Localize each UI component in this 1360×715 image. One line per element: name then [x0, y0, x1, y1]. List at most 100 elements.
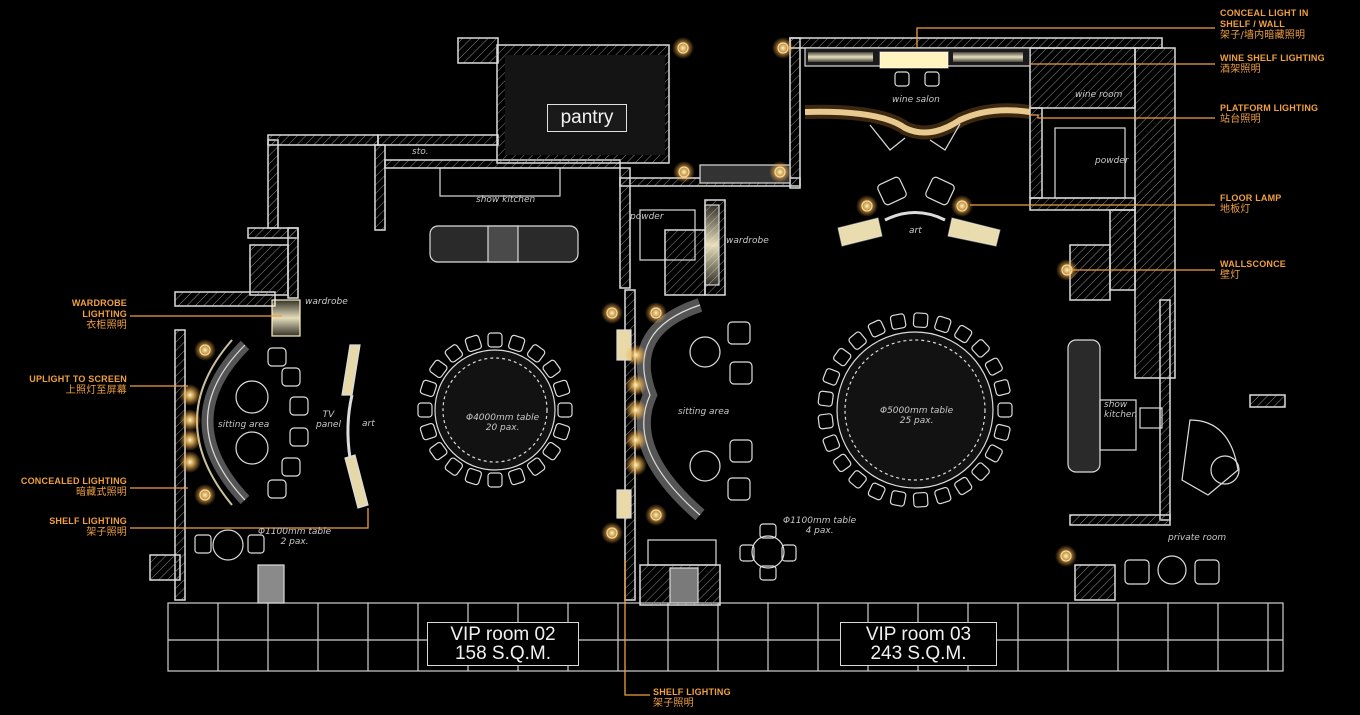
light-fixture-icon	[677, 42, 689, 54]
art-top	[837, 176, 1001, 247]
chair	[507, 334, 526, 353]
light-fixture-icon	[606, 307, 618, 319]
left-room	[194, 299, 369, 604]
chair	[912, 312, 929, 329]
callout-concealed-zh: 暗藏式照明	[76, 487, 127, 498]
light-glow	[601, 522, 623, 544]
light-glow	[194, 339, 216, 361]
chair	[848, 470, 867, 489]
chair	[954, 476, 973, 496]
sitting-area-left-label: sitting area	[218, 420, 270, 430]
chair	[526, 344, 546, 363]
callout-uplight-zh: 上照灯至屏幕	[65, 385, 127, 396]
chair	[833, 453, 852, 473]
callout-wardrobe-lighting: WARDROBE LIGHTING 衣柜照明	[40, 298, 127, 331]
light-fixture-icon	[777, 42, 789, 54]
table-2-label: Φ1100mm table 2 pax.	[258, 527, 332, 547]
art-left-label: art	[362, 419, 375, 429]
chair	[552, 422, 571, 441]
pantry-label: pantry	[547, 104, 627, 132]
wardrobe-center-label: wardrobe	[726, 236, 769, 246]
light-fixture-icon	[956, 200, 968, 212]
show-kitchen-top-label: show kitchen	[476, 195, 536, 205]
chair	[464, 334, 483, 353]
callout-uplight-to-screen: UPLIGHT TO SCREEN 上照灯至屏幕	[10, 374, 127, 396]
powder-left-label: powder	[630, 212, 664, 222]
callout-wallsconce-zh: 壁灯	[1220, 270, 1241, 281]
chair	[984, 357, 1003, 376]
vip-room-02-area: 158 S.Q.M.	[454, 643, 552, 664]
light-glow	[1055, 545, 1077, 567]
callout-wardrobe-zh: 衣柜照明	[86, 320, 127, 331]
chair	[993, 379, 1011, 397]
callout-concealed-en: CONCEALED LIGHTING	[20, 476, 127, 486]
light-points	[179, 37, 1078, 567]
chair	[912, 491, 929, 508]
chair	[444, 457, 464, 476]
light-glow	[672, 37, 694, 59]
chair	[429, 441, 448, 461]
sitting-area-mid-label: sitting area	[678, 407, 730, 417]
chair	[419, 422, 438, 441]
chair	[444, 344, 464, 363]
light-fixture-icon	[1060, 550, 1072, 562]
chair	[817, 413, 834, 430]
light-fixture-icon	[678, 166, 690, 178]
wine-room-label: wine room	[1075, 90, 1123, 100]
chair	[552, 379, 571, 398]
tv-panel-label: TV panel	[316, 410, 341, 430]
callout-wallsconce: WALLSCONCE 壁灯	[1220, 259, 1286, 281]
chair	[487, 472, 503, 488]
table-20-label: Φ4000mm table 20 pax.	[466, 413, 540, 433]
chair	[971, 339, 990, 358]
light-glow	[951, 195, 973, 217]
leader-lines	[130, 27, 1215, 696]
light-fixture-icon	[861, 200, 873, 212]
vip-room-03-label: VIP room 03 243 S.Q.M.	[840, 622, 997, 666]
chair	[971, 462, 990, 481]
callout-conceal-en: CONCEAL LIGHT IN SHELF / WALL	[1220, 8, 1309, 29]
show-kitchen-top	[429, 167, 579, 263]
callout-concealed-lighting: CONCEALED LIGHTING 暗藏式照明	[5, 476, 127, 498]
chair	[526, 457, 546, 476]
chair	[934, 315, 952, 334]
light-glow	[179, 429, 201, 451]
chair	[542, 359, 561, 379]
chair	[954, 324, 973, 344]
light-fixture-icon	[774, 166, 786, 178]
light-fixture-icon	[650, 509, 662, 521]
chair	[889, 313, 907, 330]
chair	[848, 331, 867, 350]
light-glow	[625, 454, 647, 476]
callout-conceal-zh: 架子/墙内暗藏照明	[1220, 30, 1306, 41]
vip-room-02-name: VIP room 02	[450, 624, 556, 645]
light-glow	[179, 384, 201, 406]
callout-wallsconce-en: WALLSCONCE	[1220, 259, 1286, 269]
callout-floor-lamp: FLOOR LAMP 地板灯	[1220, 193, 1282, 215]
chair	[817, 390, 834, 407]
light-glow	[772, 37, 794, 59]
wardrobe-left-label: wardrobe	[305, 297, 348, 307]
sto-label: sto.	[412, 147, 429, 157]
callout-shelf-bottom-zh: 架子照明	[653, 698, 694, 709]
callout-platform-en: PLATFORM LIGHTING	[1220, 103, 1319, 113]
chair	[557, 402, 573, 418]
art-top-label: art	[909, 226, 922, 236]
callout-shelf-lighting-bottom: SHELF LIGHTING 架子照明	[653, 687, 731, 709]
callout-shelf-left-zh: 架子照明	[86, 527, 127, 538]
powder-right-label: powder	[1095, 156, 1129, 166]
table-20	[417, 332, 573, 488]
light-glow	[769, 161, 791, 183]
light-fixture-icon	[199, 489, 211, 501]
light-glow	[625, 344, 647, 366]
light-glow	[179, 409, 201, 431]
walls	[149, 37, 1286, 606]
wine-salon	[804, 47, 1032, 151]
chair	[993, 423, 1011, 441]
facade	[167, 602, 1284, 672]
light-glow	[625, 374, 647, 396]
light-glow	[194, 484, 216, 506]
callout-floor-lamp-en: FLOOR LAMP	[1220, 193, 1282, 203]
show-kitchen-right-label: show kitchen	[1104, 400, 1138, 420]
light-fixture-icon	[606, 527, 618, 539]
